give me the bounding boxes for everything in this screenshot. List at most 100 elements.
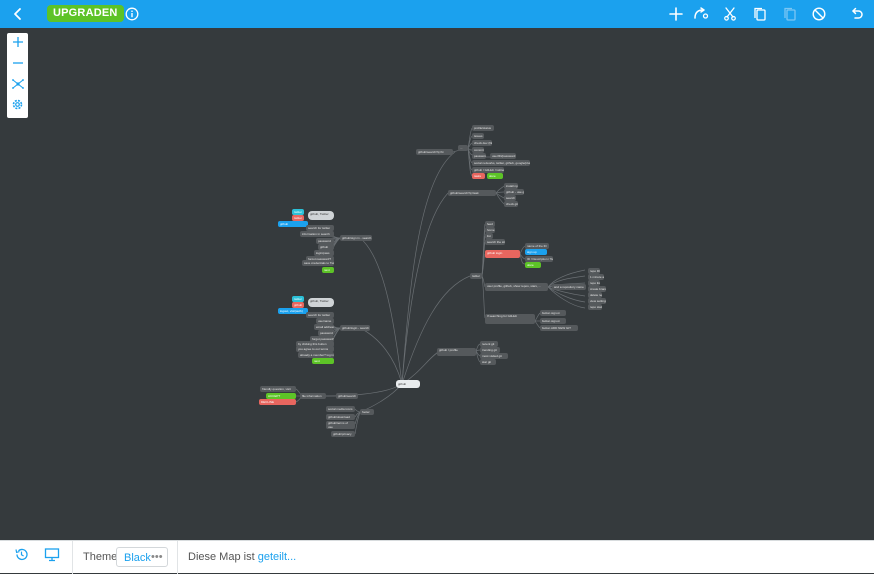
zoom-in-button[interactable] [7,33,28,54]
map-node[interactable]: recent git [480,341,498,347]
undo-button[interactable] [843,0,871,28]
map-node[interactable]: ACCEPT [266,393,296,399]
map-node[interactable]: create branch [588,286,606,292]
share-link[interactable]: geteilt... [257,551,297,563]
map-node[interactable]: check git [504,201,518,207]
map-node[interactable]: password [316,238,334,244]
map-settings-button[interactable] [7,96,28,117]
root-node[interactable]: github [396,380,420,388]
map-node[interactable]: done [487,173,503,179]
map-node[interactable]: commit [472,147,484,153]
map-node[interactable]: twitter [292,215,304,221]
map-node[interactable]: done [525,262,541,268]
mind-map-canvas[interactable]: github github/search?q=hi ... profile/st… [0,28,874,540]
map-node[interactable]: button sign-in [540,310,566,316]
cut-button[interactable] [716,0,744,28]
map-node[interactable]: social networks, twitter, github, google… [472,160,530,166]
map-node[interactable]: forgot password? [310,336,334,342]
map-node[interactable]: email address [314,324,334,330]
map-node[interactable]: next [322,267,334,273]
map-node[interactable]: next [312,358,334,364]
map-node[interactable]: github/search?q=task [448,190,496,196]
map-node[interactable]: most visited git [480,353,508,359]
map-node[interactable]: github/search [336,393,358,399]
map-node[interactable]: home [485,227,495,233]
map-node[interactable]: 1 minute ago [588,274,604,280]
map-node[interactable]: search [504,195,516,201]
map-node[interactable]: save credentials to Twitter [302,260,334,266]
map-node[interactable]: twitter [292,209,304,215]
map-node[interactable]: search for twitter [306,225,334,231]
map-node[interactable]: github/privacy [331,431,355,437]
map-node[interactable]: sign up [525,249,547,255]
map-node[interactable]: DECLINE [259,399,296,405]
map-node[interactable]: github [292,302,304,308]
theme-selector[interactable]: Black ••• [116,547,168,567]
map-node[interactable]: github [278,221,308,227]
map-node[interactable]: profile/status [472,125,494,131]
copy-button[interactable] [746,0,774,28]
map-node[interactable]: logout, visit(auth) [278,308,308,314]
presentation-button[interactable] [43,548,61,566]
map-node[interactable]: repo stats [588,304,602,310]
map-node[interactable]: login/pass [314,250,334,256]
map-node[interactable]: username [316,318,334,324]
map-node[interactable]: github/login - search [340,325,370,331]
map-node[interactable]: ... [458,145,468,151]
map-node[interactable]: search the site [485,239,505,245]
auto-layout-button[interactable] [7,75,28,96]
map-node[interactable]: information in search [300,231,334,237]
map-node[interactable]: trending git [480,347,500,353]
map-node[interactable]: github / GitHub / twitter [472,167,504,173]
map-node[interactable]: view settings [588,298,606,304]
connect-button[interactable] [687,0,715,28]
map-node[interactable]: by clicking this button [296,341,334,347]
map-node[interactable]: github/sign in - search [340,235,372,241]
map-node[interactable]: github/terms of use [326,421,355,429]
map-node[interactable]: friendly question, visit [260,386,296,392]
map-node[interactable]: footer [360,409,374,415]
map-node[interactable]: already a member? log in [298,352,334,358]
map-node[interactable]: github login [485,250,520,258]
history-button[interactable] [12,548,30,566]
map-node[interactable]: github/download [326,414,355,420]
map-node[interactable]: twitter [292,296,304,302]
map-node[interactable]: social media icons [326,406,355,412]
map-node[interactable]: If searching for GitHub [485,314,535,324]
map-node[interactable]: github, Twitter [308,211,334,220]
map-node[interactable]: issues [472,133,484,139]
map-node[interactable]: github [318,244,334,250]
map-node[interactable]: you agree to our terms [296,346,334,352]
map-node[interactable]: name of the ID [525,243,549,249]
map-node[interactable]: github/search?q=hi [416,149,453,155]
back-button[interactable] [4,0,32,28]
map-node[interactable]: tasks [472,173,485,179]
delete-button[interactable] [805,0,833,28]
map-node[interactable]: repo list [588,280,600,286]
map-node[interactable]: button sign-in [540,318,566,324]
map-node[interactable]: twitter [470,273,482,279]
map-node[interactable]: ID / Description / Text [525,256,553,262]
map-node[interactable]: and a repository name [552,284,586,290]
map-node[interactable]: github, Twitter [308,298,334,307]
zoom-out-button[interactable] [7,54,28,75]
add-node-button[interactable] [662,0,690,28]
map-node[interactable]: github / profile [437,348,476,356]
map-node[interactable]: user profile, github, show repos, stars,… [485,283,548,291]
map-node[interactable]: password [472,153,486,159]
upgrade-button[interactable]: UPGRADEN [47,5,124,22]
map-node[interactable]: star git [480,359,496,365]
map-node[interactable]: password [318,330,334,336]
map-node[interactable]: check dev (file) [472,140,492,146]
map-node[interactable]: repo ID [588,268,600,274]
map-node[interactable]: delete repo [588,292,602,298]
map-node[interactable]: feed [485,221,495,227]
map-node[interactable]: user/ID/password [490,153,516,159]
map-node[interactable]: search for twitter [306,312,334,318]
map-node[interactable]: forgot password? [306,256,334,262]
paste-button[interactable] [776,0,804,28]
map-node[interactable]: button ADD NEW GIT [540,325,578,331]
map-node[interactable]: list [485,233,493,239]
map-node[interactable]: install npm [504,183,518,189]
map-node[interactable]: file information [300,393,326,399]
